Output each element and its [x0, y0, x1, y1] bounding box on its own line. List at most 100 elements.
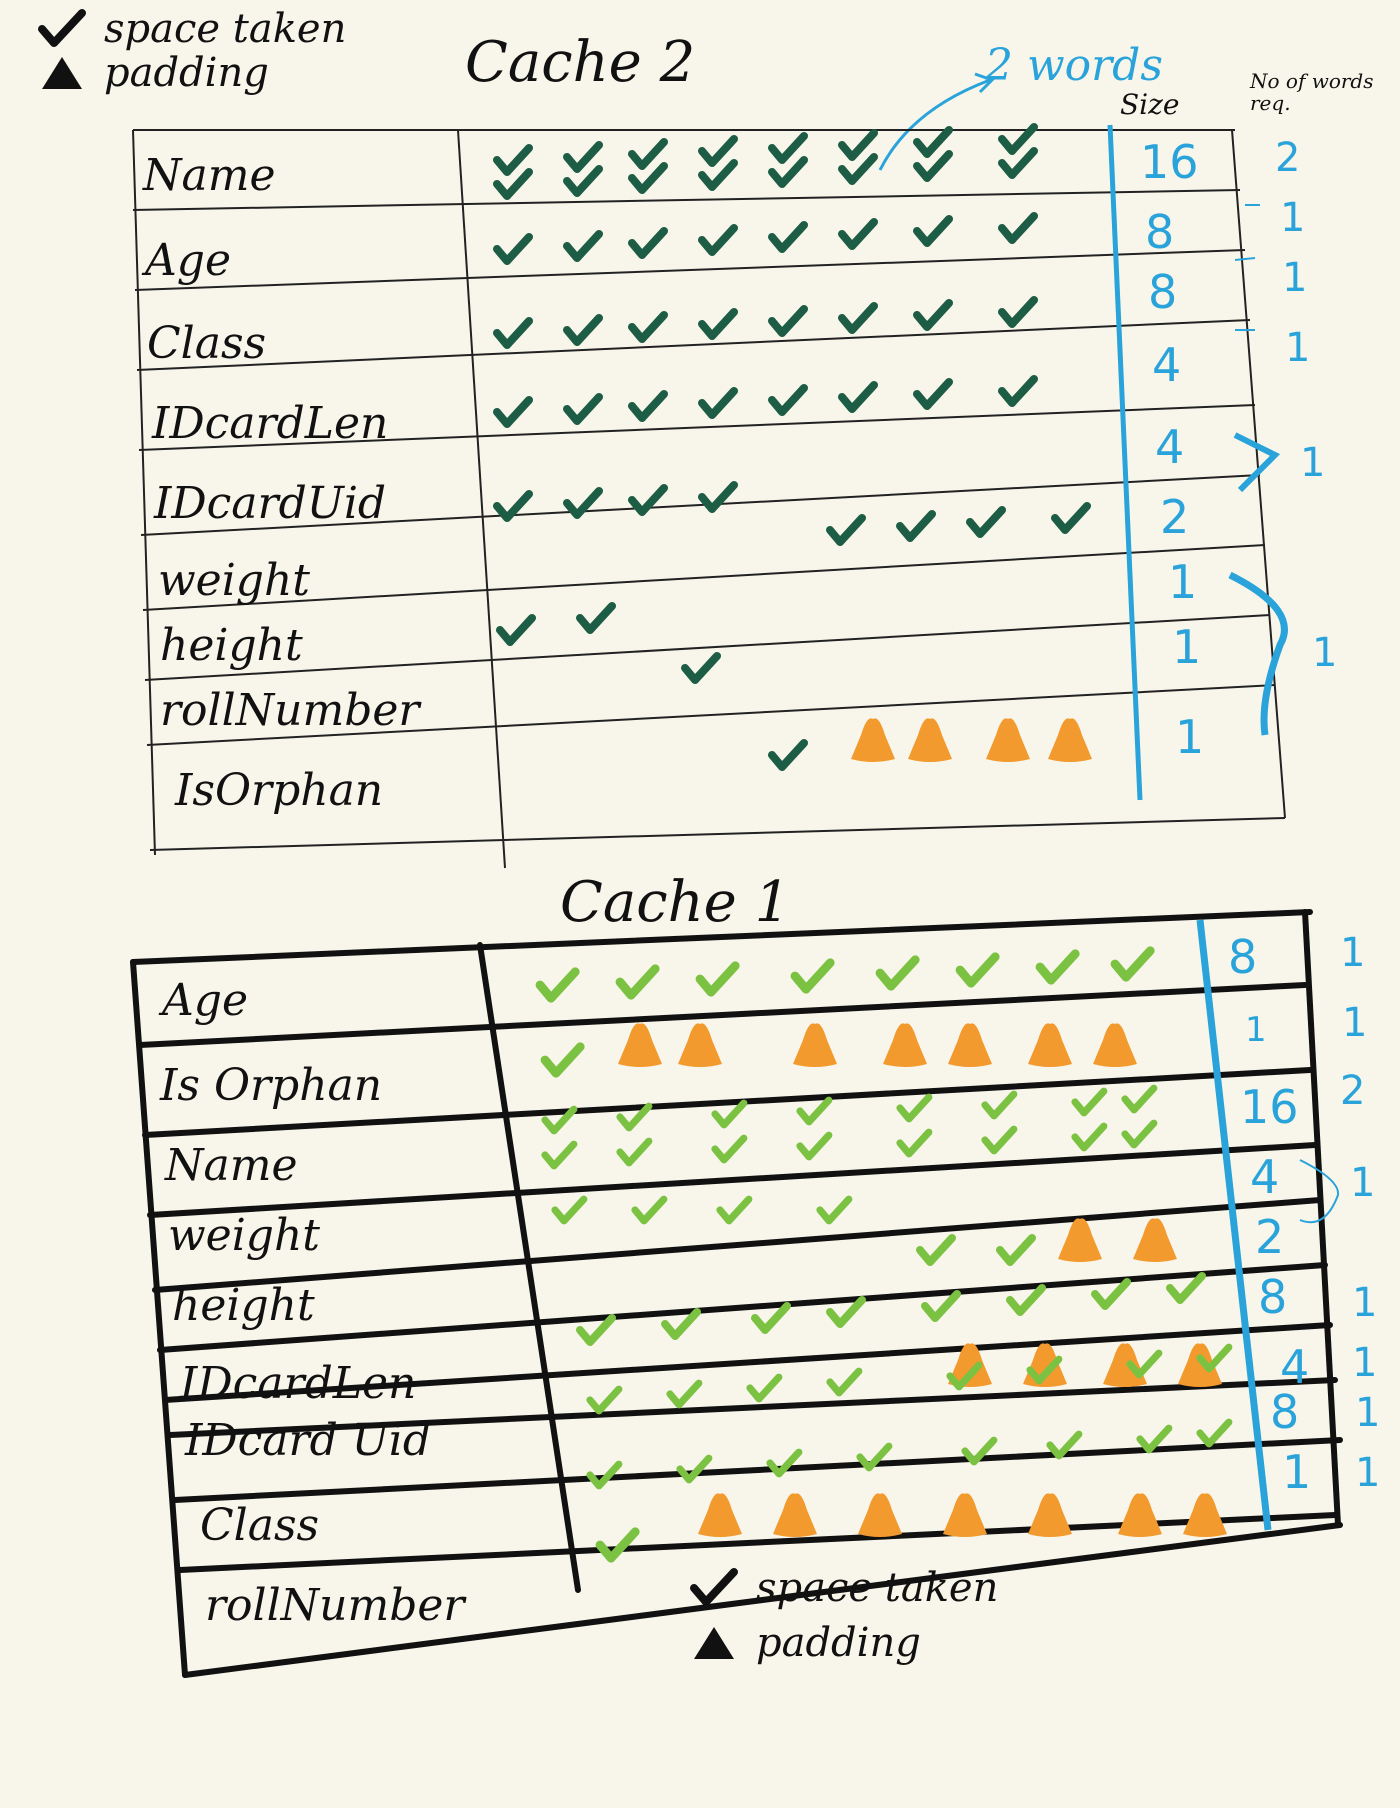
cache1-check	[1071, 1122, 1108, 1152]
cache1-check	[1121, 1084, 1158, 1114]
cache2-field-idcardlen: IDcardLen	[152, 398, 389, 449]
cache2-check	[768, 132, 808, 164]
cache2-check	[493, 396, 533, 428]
cache1-padding	[1178, 1343, 1222, 1387]
cache2-check	[628, 138, 668, 170]
cache1-field-idcarduid: IDcard Uid	[185, 1415, 432, 1466]
cache1-field-isorphan: Is Orphan	[160, 1060, 383, 1111]
cache1-check	[711, 1099, 748, 1129]
cache1-size-7: 8	[1270, 1385, 1300, 1439]
cache2-check	[998, 375, 1038, 407]
cache1-padding	[1118, 1493, 1162, 1537]
cache1-check	[996, 1234, 1036, 1266]
cache1-check	[946, 1361, 983, 1391]
cache1-check	[676, 1454, 713, 1484]
cache1-size-0: 8	[1228, 930, 1258, 984]
cache1-size-1: 1	[1245, 1010, 1267, 1050]
cache1-check	[586, 1460, 623, 1490]
check-icon	[690, 1568, 738, 1606]
cache2-check	[496, 614, 536, 646]
triangle-icon	[694, 1627, 734, 1659]
cache2-check	[563, 487, 603, 519]
legend-top-check: space taken	[38, 6, 346, 52]
cache2-check	[628, 162, 668, 194]
cache2-check	[628, 227, 668, 259]
cache2-check	[913, 378, 953, 410]
cache1-padding	[678, 1023, 722, 1067]
cache2-words-class2: 1	[1285, 325, 1311, 371]
cache2-check	[628, 311, 668, 343]
cache1-check	[661, 1308, 701, 1340]
cache1-padding	[883, 1023, 927, 1067]
cache1-check	[816, 1195, 853, 1225]
cache1-check	[1071, 1087, 1108, 1117]
cache1-padding	[793, 1023, 837, 1067]
legend-bottom-check-label: space taken	[756, 1565, 999, 1611]
cache1-check	[1126, 1349, 1163, 1379]
cache2-check	[493, 317, 533, 349]
cache2-check	[563, 314, 603, 346]
cache1-check	[826, 1296, 866, 1328]
cache2-check	[493, 168, 533, 200]
cache2-check	[913, 299, 953, 331]
cache1-padding	[1058, 1218, 1102, 1262]
cache1-check	[586, 1385, 623, 1415]
cache2-words-header: No of words req.	[1250, 69, 1374, 115]
legend-bottom-padding: padding	[690, 1620, 921, 1666]
cache2-check	[698, 387, 738, 419]
cache1-check	[666, 1379, 703, 1409]
cache1-check	[981, 1125, 1018, 1155]
cache1-check	[616, 1137, 653, 1167]
cache1-padding	[943, 1493, 987, 1537]
cache1-field-rollnumber: rollNumber	[205, 1580, 465, 1631]
cache2-check	[838, 381, 878, 413]
cache1-words-2: 2	[1340, 1068, 1366, 1114]
cache2-check	[1051, 502, 1091, 534]
cache1-padding	[618, 1023, 662, 1067]
cache1-padding	[1028, 1023, 1072, 1067]
cache1-check	[796, 1096, 833, 1126]
cache2-size-age: 8	[1145, 205, 1175, 259]
cache2-words-idcard: 1	[1300, 440, 1326, 486]
cache2-check	[563, 230, 603, 262]
cache2-check	[838, 302, 878, 334]
cache2-check	[998, 147, 1038, 179]
cache1-padding	[1093, 1023, 1137, 1067]
cache2-check	[576, 602, 616, 634]
cache2-padding	[908, 718, 952, 762]
cache1-check	[595, 1527, 640, 1563]
cache1-title: Cache 1	[560, 870, 791, 935]
cache1-check	[615, 964, 660, 1000]
cache1-size-4: 2	[1255, 1210, 1285, 1264]
cache2-check	[913, 215, 953, 247]
cache1-check	[796, 1131, 833, 1161]
cache2-size-name: 16	[1140, 135, 1199, 189]
cache2-check	[698, 308, 738, 340]
cache2-field-height: height	[160, 620, 303, 671]
cache1-field-name: Name	[165, 1140, 298, 1191]
cache1-check	[1026, 1355, 1063, 1385]
cache2-check	[493, 233, 533, 265]
cache1-check	[1006, 1284, 1046, 1316]
cache1-field-weight: weight	[168, 1210, 320, 1261]
cache2-size-idcardlen: 4	[1152, 338, 1182, 392]
cache1-check	[916, 1234, 956, 1266]
cache2-words-small: 1	[1312, 630, 1338, 676]
cache2-size-isorphan: 1	[1175, 710, 1205, 764]
cache1-check	[875, 955, 920, 991]
cache1-size-5: 8	[1258, 1270, 1288, 1324]
cache1-check	[751, 1302, 791, 1334]
cache1-check	[1196, 1343, 1233, 1373]
cache2-check	[563, 393, 603, 425]
cache1-check	[540, 1042, 585, 1078]
cache1-check	[716, 1195, 753, 1225]
cache2-padding	[1048, 718, 1092, 762]
cache2-check	[826, 514, 866, 546]
cache1-check	[921, 1290, 961, 1322]
cache2-size-weight: 2	[1160, 490, 1190, 544]
cache2-size-header: Size	[1120, 88, 1180, 121]
cache2-check	[563, 141, 603, 173]
